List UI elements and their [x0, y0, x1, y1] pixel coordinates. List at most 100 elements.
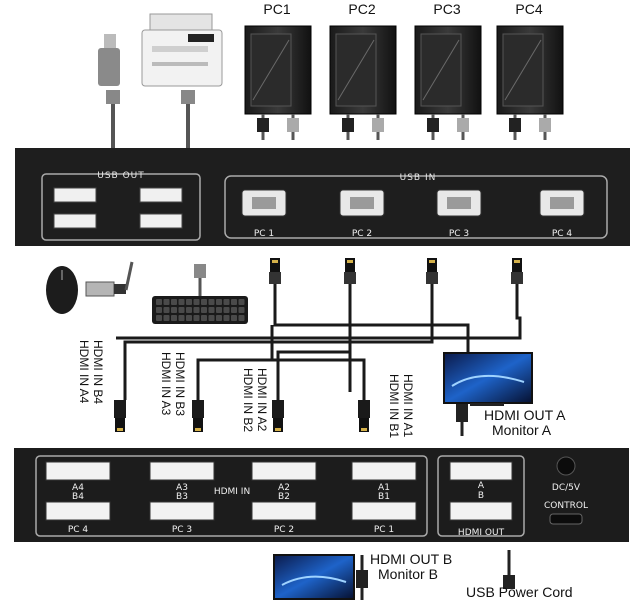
keyboard-key [186, 307, 192, 313]
hdmi-in-box [35, 455, 428, 537]
label-hdmi-in-b3: HDMI IN B3 [173, 352, 187, 416]
keyboard-key [178, 315, 185, 321]
keyboard-key [231, 299, 237, 305]
monitor-a-icon [443, 352, 533, 406]
label-hdmi-in-a4: HDMI IN A4 [77, 340, 91, 404]
hdmi-out-box [437, 455, 525, 537]
hdmi-group-top-label: A3 [176, 483, 188, 493]
pc-tower-icon [414, 25, 482, 140]
hdmi-plug-icon [114, 400, 126, 432]
usb-in-port-label: PC 2 [352, 229, 372, 239]
pc-name-label: PC4 [515, 1, 542, 17]
keyboard-key [186, 315, 192, 321]
usb-b-port-tongue [252, 197, 276, 209]
usb-a-port[interactable] [53, 213, 97, 229]
hdmi-out-a-label: A [478, 481, 485, 491]
label-hdmi-in-a2: HDMI IN A2 [255, 368, 269, 432]
hdmi-out-port-b[interactable] [449, 501, 513, 521]
monitor-b-line1: HDMI OUT B [370, 551, 452, 567]
pc-tower-icon [244, 25, 312, 140]
usb-a-port[interactable] [53, 187, 97, 203]
keyboard-key [201, 299, 207, 305]
hdmi-plug-icon [192, 400, 204, 432]
dc-power-jack[interactable] [556, 456, 576, 476]
usb-panel: USB OUT USB IN [15, 148, 630, 246]
usb-a-plug-icon [106, 90, 195, 104]
dc-label: DC/5V [552, 483, 581, 493]
usb-b-port-tongue [550, 197, 574, 209]
keyboard-key [208, 315, 215, 321]
usb-in-box [224, 175, 608, 239]
label-hdmi-in-a3: HDMI IN A3 [159, 352, 173, 416]
usb-in-port-label: PC 3 [449, 229, 469, 239]
usb-flash-drive-icon [98, 34, 120, 86]
hdmi-in-label: HDMI IN [214, 487, 250, 497]
control-port[interactable] [549, 513, 583, 525]
hdmi-in-port-a[interactable] [149, 461, 215, 481]
usb-in-port-label: PC 1 [254, 229, 274, 239]
keyboard-key [238, 315, 245, 321]
hdmi-in-port-b[interactable] [351, 501, 417, 521]
keyboard-key [163, 307, 170, 313]
hdmi-group-pc-label: PC 4 [68, 525, 89, 535]
hdmi-group-bottom-label: B3 [176, 492, 188, 502]
hdmi-out-port-a[interactable] [449, 461, 513, 481]
hdmi-in-port-b[interactable] [149, 501, 215, 521]
keyboard-key [208, 307, 215, 313]
label-hdmi-in-b1: HDMI IN B1 [387, 374, 401, 438]
hdmi-in-port-a[interactable] [45, 461, 111, 481]
keyboard-key [208, 299, 215, 305]
hdmi-group-pc-label: PC 1 [374, 525, 394, 535]
pc-name-label: PC2 [348, 1, 375, 17]
usb-out-box [41, 173, 201, 241]
hdmi-out-b-label: B [478, 491, 484, 501]
usb-power-cable [503, 550, 515, 589]
keyboard-key [171, 315, 177, 321]
keyboard-key [178, 299, 185, 305]
keyboard-key [171, 307, 177, 313]
monitor-a-cable [456, 404, 468, 436]
usb-power-label: USB Power Cord [466, 584, 573, 600]
hdmi-group-top-label: A2 [278, 483, 290, 493]
keyboard-key [231, 315, 237, 321]
hdmi-panel: HDMI IN HDMI OUT A B DC/5V CONTROL [14, 448, 629, 542]
usb-a-port[interactable] [139, 213, 183, 229]
keyboard-key [216, 315, 222, 321]
keyboard-key [231, 307, 237, 313]
usb-out-ports [53, 187, 183, 229]
hdmi-group-pc-label: PC 2 [274, 525, 294, 535]
monitor-a-line1: HDMI OUT A [484, 407, 566, 423]
hdmi-in-port-b[interactable] [251, 501, 317, 521]
label-hdmi-in-b4: HDMI IN B4 [91, 340, 105, 404]
keyboard-key [156, 299, 162, 305]
printer-icon [141, 13, 223, 87]
pc-name-label: PC3 [433, 1, 460, 17]
hdmi-plug-icon [511, 258, 523, 284]
hdmi-plug-icon [272, 400, 284, 432]
keyboard-key [201, 315, 207, 321]
hdmi-group-bottom-label: B2 [278, 492, 290, 502]
hdmi-in-labels: HDMI IN B4 HDMI IN A4 HDMI IN B3 HDMI IN… [77, 340, 415, 438]
hdmi-group-bottom-label: B1 [378, 492, 390, 502]
usb-in-label: USB IN [400, 173, 437, 183]
monitor-b-line2: Monitor B [378, 566, 438, 582]
keyboard-key [186, 299, 192, 305]
pc-name-label: PC1 [263, 1, 290, 17]
hdmi-cables [116, 282, 522, 400]
usb-a-port[interactable] [139, 187, 183, 203]
hdmi-in-port-a[interactable] [251, 461, 317, 481]
keyboard-key [171, 299, 177, 305]
hdmi-plug-icon [269, 258, 281, 284]
control-label: CONTROL [544, 501, 588, 511]
hdmi-in-port-b[interactable] [45, 501, 111, 521]
hdmi-plug-icon [344, 258, 356, 284]
hdmi-group-top-label: A1 [378, 483, 390, 493]
usb-out-cables [111, 96, 190, 150]
hdmi-in-port-a[interactable] [351, 461, 417, 481]
usb-out-label: USB OUT [97, 171, 145, 181]
hdmi-group-pc-label: PC 3 [172, 525, 192, 535]
pc-tower-icon [329, 25, 397, 140]
keyboard-key [156, 315, 162, 321]
usb-b-port-tongue [447, 197, 471, 209]
